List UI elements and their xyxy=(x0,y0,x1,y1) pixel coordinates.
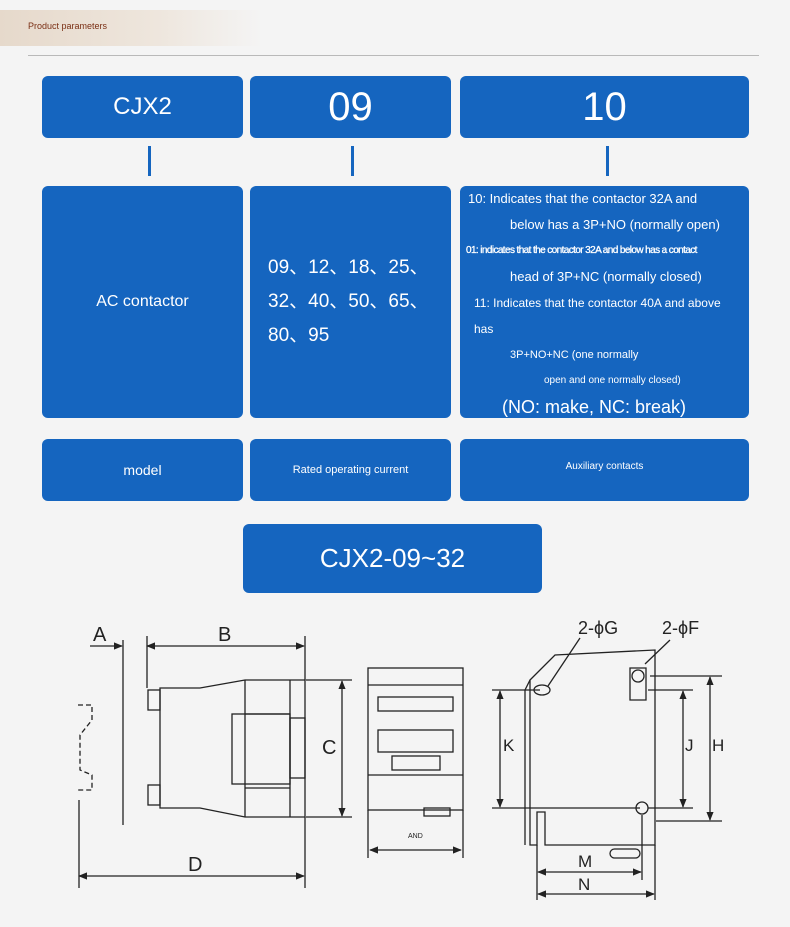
aux-line: 11: Indicates that the contactor 40A and… xyxy=(474,296,721,336)
dim-label: N xyxy=(578,875,590,894)
series-title-box: CJX2-09~32 xyxy=(243,524,542,593)
series-title: CJX2-09~32 xyxy=(319,543,466,573)
dim-label: J xyxy=(685,736,694,755)
aux-line: head of 3P+NC (normally closed) xyxy=(510,269,702,284)
connector-aux xyxy=(606,146,609,176)
label-aux: Auxiliary contacts xyxy=(565,461,644,472)
section-header-title: Product parameters xyxy=(28,21,108,31)
label-box-aux: Auxiliary contacts xyxy=(460,439,749,501)
desc-box-aux: 10: Indicates that the contactor 32A and… xyxy=(460,186,749,418)
desc-box-current: 09、12、18、25、 32、40、50、65、 80、95 xyxy=(250,186,451,418)
label-box-model: model xyxy=(42,439,243,501)
dim-label: A xyxy=(93,624,107,646)
label-box-current: Rated operating current xyxy=(250,439,451,501)
code-model: CJX2 xyxy=(113,93,172,120)
code-box-model: CJX2 xyxy=(42,76,243,138)
code-box-current: 09 xyxy=(250,76,451,138)
hole-label: 2-ϕG xyxy=(578,618,618,638)
aux-line: open and one normally closed) xyxy=(544,375,681,386)
dim-label: B xyxy=(218,624,231,646)
section-header-tab: Product parameters xyxy=(0,10,262,46)
dim-label: C xyxy=(322,737,336,759)
code-current: 09 xyxy=(328,84,373,129)
current-line: 80、95 xyxy=(268,325,330,346)
desc-model: AC contactor xyxy=(96,293,189,310)
aux-line: (NO: make, NC: break) xyxy=(502,397,687,417)
current-line: 09、12、18、25、 xyxy=(268,257,429,278)
dim-label: H xyxy=(712,736,724,755)
desc-box-model: AC contactor xyxy=(42,186,243,418)
dim-label: K xyxy=(503,736,515,755)
aux-line: 3P+NO+NC (one normally xyxy=(510,349,639,361)
label-current: Rated operating current xyxy=(292,464,409,476)
aux-line: 01: indicates that the contactor 32A and… xyxy=(466,245,698,256)
connector-model xyxy=(148,146,151,176)
aux-line: 10: Indicates that the contactor 32A and xyxy=(468,191,698,206)
connector-current xyxy=(351,146,354,176)
side-view-label: AND xyxy=(408,833,423,840)
label-model: model xyxy=(123,462,162,478)
dim-label: D xyxy=(188,854,202,876)
current-line: 32、40、50、65、 xyxy=(268,291,429,312)
aux-line: below has a 3P+NO (normally open) xyxy=(510,217,720,232)
header-divider xyxy=(28,55,759,56)
code-box-aux: 10 xyxy=(460,76,749,138)
hole-label: 2-ϕF xyxy=(662,618,699,638)
dim-label: M xyxy=(578,852,592,871)
code-aux: 10 xyxy=(582,84,627,129)
